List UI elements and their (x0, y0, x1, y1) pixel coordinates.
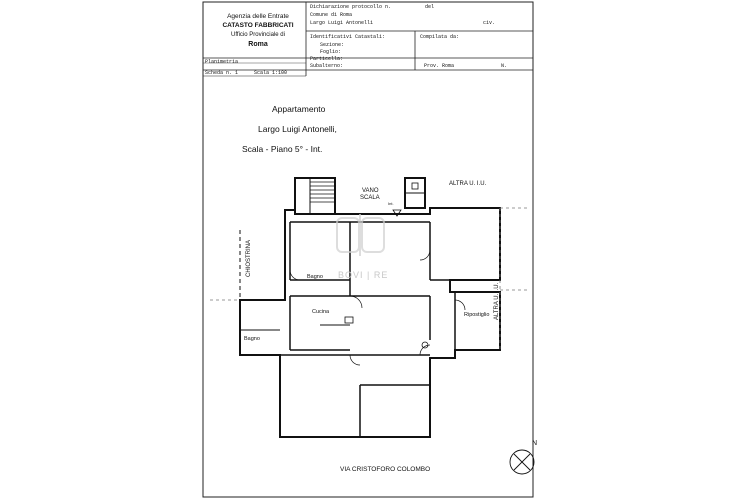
cadastral-sheet: Agenzia delle Entrate CATASTO FABBRICATI… (200, 0, 555, 500)
sezione-label: Sezione: (320, 42, 345, 48)
stairwell-label-1: VANO (362, 188, 379, 194)
office-label: Ufficio Provinciale di (231, 32, 285, 38)
bathroom-left-label: Bagno (244, 336, 260, 342)
kitchen-label: Cucina (312, 309, 330, 315)
subalterno-label: Subalterno: (310, 63, 344, 69)
compiled-by-label: Compilata da: (420, 34, 460, 40)
particella-label: Particella: (310, 56, 344, 62)
protocol-date-label: del (425, 4, 435, 10)
street-label: VIA CRISTOFORO COLOMBO (340, 466, 431, 473)
address-label: Largo Luigi Antonelli (310, 20, 374, 26)
courtyard-label: CHIOSTRINA (246, 239, 252, 277)
comune-label: Comune di Roma (310, 12, 353, 18)
neighbor-unit-top-label: ALTRA U. I.U. (449, 181, 487, 187)
cadastral-ids-label: Identificativi Catastali: (310, 34, 386, 40)
planimetria-label: Planimetria (205, 59, 239, 65)
plan-floor-info: Scala - Piano 5° - Int. (242, 144, 323, 154)
scheda-label: Scheda n. 1 (205, 70, 239, 76)
stairwell-label-2: SCALA (360, 195, 380, 201)
plan-title: Appartamento (272, 104, 326, 114)
province-label: Prov. Roma (424, 63, 455, 69)
scale-label: Scala 1:100 (254, 70, 288, 76)
plan-address: Largo Luigi Antonelli, (258, 124, 337, 134)
agency-name: Agenzia delle Entrate (227, 13, 289, 20)
north-label: N (532, 440, 538, 447)
cadastre-name: CATASTO FABBRICATI (222, 22, 294, 29)
bathroom-label: Bagno (307, 274, 323, 280)
storage-label: Ripostiglio (464, 312, 490, 318)
foglio-label: Foglio: (320, 49, 342, 55)
civic-number-label: civ. (483, 20, 496, 26)
sheet-drawing (202, 1, 535, 498)
entrance-label: Int. (388, 201, 394, 206)
neighbor-unit-right-label: ALTRA U. I.U. (494, 282, 500, 320)
office-city: Roma (248, 41, 268, 48)
protocol-label: Dichiarazione protocollo n. (310, 4, 392, 10)
watermark-text: BOVI | RE (338, 270, 389, 280)
registry-number-label: N. (501, 63, 508, 69)
